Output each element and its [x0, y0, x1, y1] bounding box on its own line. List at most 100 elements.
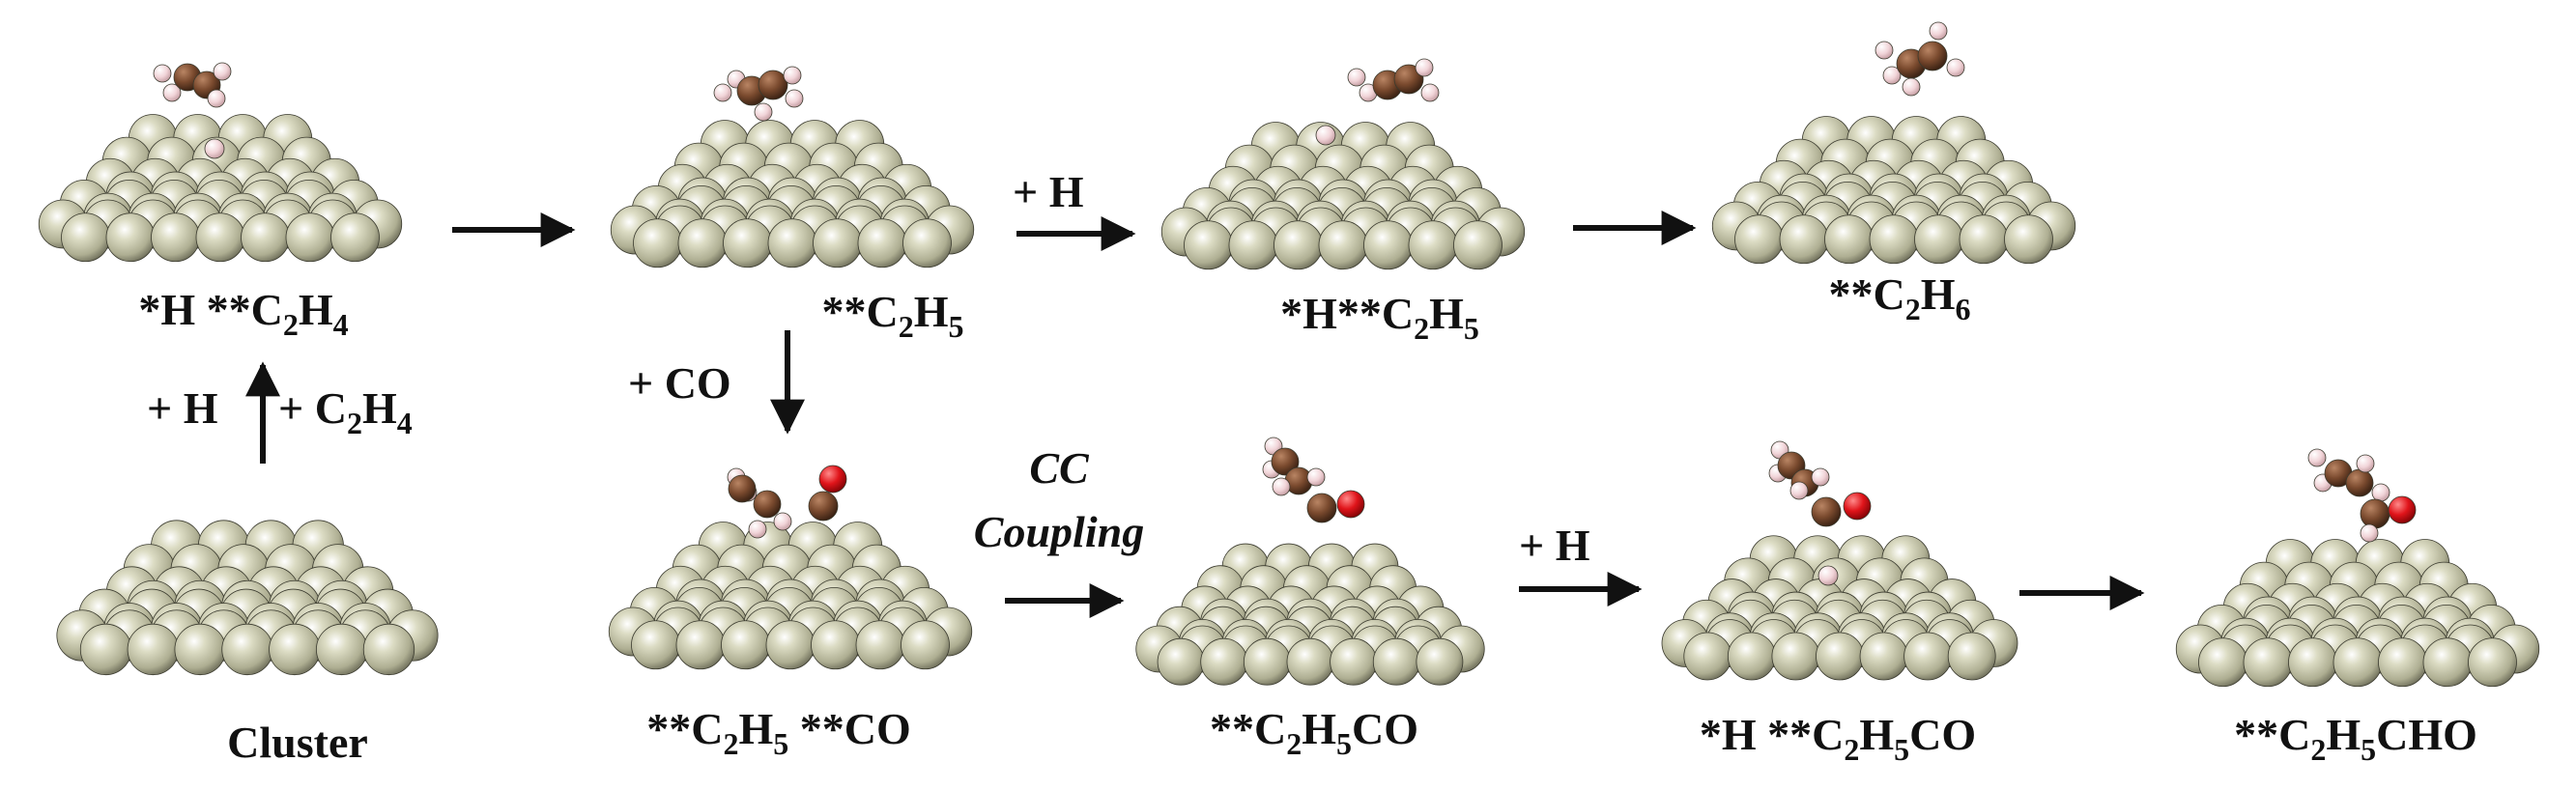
metal-atom	[285, 212, 335, 263]
adsorbate-c2h5-co	[727, 465, 847, 539]
cluster-h-c2h4	[38, 114, 403, 263]
hydrogen-atom	[213, 62, 232, 81]
node-label-c2h5: **C2H5	[821, 287, 963, 344]
hydrogen-atom	[1272, 477, 1291, 496]
hydrogen-atom	[207, 89, 226, 108]
carbon-atom	[1917, 41, 1948, 71]
node-label-h-c2h5co: *H **C2H5CO	[1700, 710, 1976, 767]
node-label-c2h6: **C2H6	[1828, 269, 1970, 326]
metal-atom	[631, 620, 680, 670]
label-cc-coupling-line2: Coupling	[974, 507, 1144, 556]
metal-atom	[1453, 220, 1503, 270]
metal-atom	[2378, 637, 2427, 688]
hydrogen-atom	[713, 83, 732, 102]
metal-atom	[721, 620, 770, 670]
carbon-atom	[728, 474, 757, 503]
adsorbate-h-c2h5co	[1768, 440, 1872, 586]
hydrogen-atom	[153, 64, 172, 83]
metal-atom	[1184, 220, 1233, 270]
carbon-atom	[753, 490, 782, 519]
metal-atom	[1947, 632, 1996, 681]
cluster-c2h5co	[1135, 543, 1485, 686]
hydrogen-atom	[1902, 77, 1921, 97]
metal-atom	[723, 218, 772, 268]
metal-atom	[765, 620, 816, 670]
hydrogen-atom	[754, 102, 773, 122]
cluster-c2h6	[1711, 116, 2076, 265]
oxygen-atom	[1336, 490, 1365, 519]
metal-atom	[633, 218, 682, 268]
adsorbate-c2h5co	[1262, 437, 1365, 523]
label-plus-h-left: + H	[147, 383, 218, 433]
carbon-atom	[2345, 468, 2374, 497]
metal-atom	[241, 212, 290, 263]
metal-atom	[362, 623, 415, 676]
hydrogen-atom	[748, 520, 767, 539]
hydrogen-atom	[2360, 523, 2379, 543]
carbon-atom	[1393, 64, 1424, 95]
metal-atom	[813, 218, 862, 268]
metal-atom	[61, 212, 110, 263]
cluster-c2h5-co	[608, 522, 973, 670]
label-plus-h-bottom: + H	[1519, 521, 1590, 570]
metal-atom	[330, 212, 380, 263]
metal-atom	[2422, 637, 2473, 688]
metal-atom	[1727, 632, 1776, 681]
adsorbate-h-c2h5	[1315, 58, 1440, 146]
metal-atom	[811, 620, 860, 670]
label-cc-coupling-line1: CC	[1029, 443, 1090, 493]
hydrogen-atom	[1882, 66, 1902, 85]
metal-atom	[1959, 214, 2009, 265]
node-label-h-c2h4: *H **C2H4	[138, 285, 348, 342]
metal-atom	[79, 623, 132, 676]
metal-atom	[1318, 220, 1368, 270]
carbon-atom	[2360, 498, 2390, 529]
hydrogen-atom	[2356, 454, 2375, 473]
cluster-c2h5	[610, 120, 975, 268]
hydrogen-atom	[162, 83, 182, 102]
metal-atom	[1683, 632, 1732, 681]
hydrogen-atom	[1929, 21, 1948, 41]
metal-atom	[1200, 637, 1248, 686]
hydrogen-atom	[773, 512, 792, 531]
metal-atom	[1228, 220, 1278, 270]
cluster-bare	[56, 520, 439, 676]
metal-atom	[269, 623, 321, 676]
metal-atom	[1243, 637, 1291, 686]
adsorbate-h-c2h4	[153, 62, 232, 159]
hydrogen-atom	[1420, 83, 1440, 102]
oxygen-atom	[1843, 492, 1872, 521]
cluster-c2h5cho	[2175, 539, 2540, 688]
hydrogen-atom	[1875, 41, 1894, 60]
hydrogen-atom	[204, 138, 225, 159]
hydrogen-atom	[783, 66, 802, 85]
metal-atom	[1734, 214, 1784, 265]
metal-atom	[1903, 632, 1953, 681]
metal-atom	[174, 623, 226, 676]
metal-atom	[1771, 632, 1820, 681]
metal-atom	[221, 623, 273, 676]
hydrogen-atom	[2307, 448, 2327, 467]
hydrogen-atom	[1818, 565, 1839, 586]
node-label-c2h5co: **C2H5CO	[1210, 704, 1418, 761]
metal-atom	[195, 212, 245, 263]
adsorbate-c2h6	[1875, 21, 1965, 97]
oxygen-atom	[2388, 495, 2417, 524]
oxygen-atom	[818, 465, 847, 494]
metal-atom	[315, 623, 368, 676]
label-plus-h-top: + H	[1013, 167, 1084, 216]
metal-atom	[2198, 637, 2247, 688]
metal-atom	[1157, 637, 1205, 686]
metal-atom	[675, 620, 726, 670]
cluster-h-c2h5co	[1661, 535, 2018, 681]
metal-atom	[105, 212, 156, 263]
carbon-atom	[758, 70, 788, 100]
metal-atom	[1363, 220, 1413, 270]
metal-atom	[151, 212, 200, 263]
metal-atom	[1274, 220, 1323, 270]
metal-atom	[2004, 214, 2053, 265]
node-label-h-c2h5: *H**C2H5	[1280, 289, 1479, 346]
metal-atom	[855, 620, 905, 670]
metal-atom	[2468, 637, 2517, 688]
